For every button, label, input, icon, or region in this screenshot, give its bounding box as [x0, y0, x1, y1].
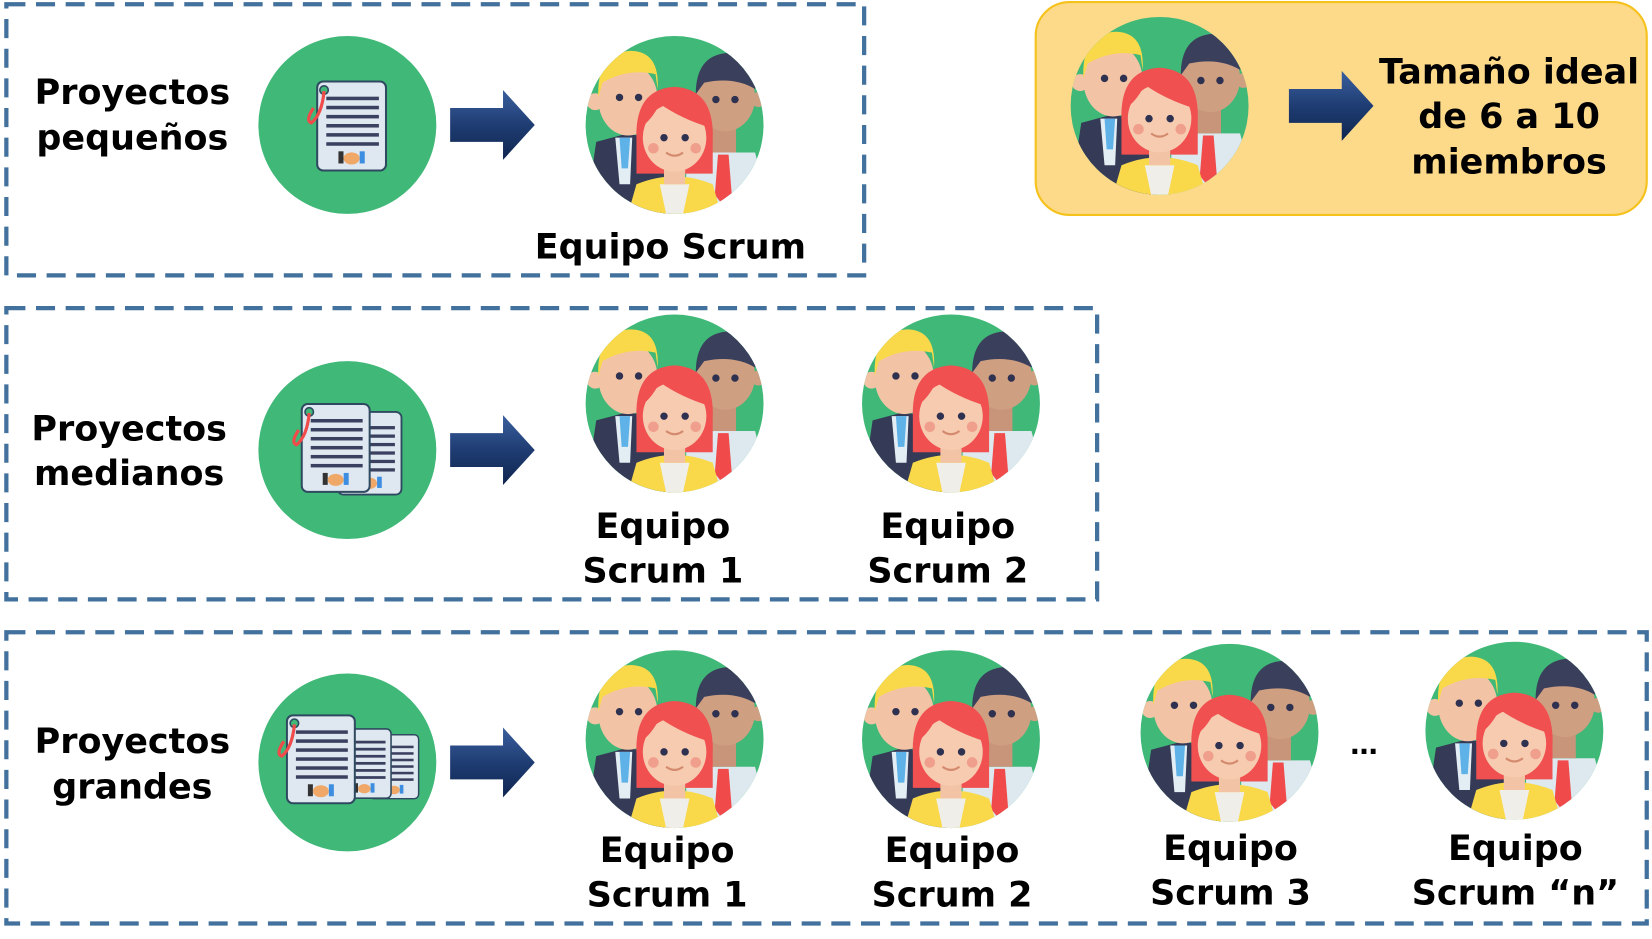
team-label: Scrum “n” [1412, 873, 1619, 913]
team-label: Equipo [885, 831, 1020, 871]
team-icon [586, 315, 771, 493]
dashed-frame [4, 2, 867, 278]
team-label: Scrum 1 [583, 551, 744, 591]
single-contract-icon [258, 36, 437, 214]
row-small-projects: Proyectos pequeños Equipo Scrum [4, 2, 867, 278]
team-label: Scrum 3 [1150, 873, 1311, 913]
team-label: Scrum 2 [872, 876, 1033, 916]
team-label: Equipo [1163, 829, 1298, 869]
callout-text: miembros [1411, 143, 1607, 183]
team-label: Scrum 1 [587, 876, 748, 916]
team-icon [586, 36, 771, 214]
row-label: Proyectos [31, 410, 227, 450]
team-icon [1141, 644, 1326, 822]
row-label: Proyectos [35, 722, 231, 762]
arrow-right-icon [450, 90, 535, 160]
team-label: Equipo [596, 507, 731, 547]
callout-text: Tamaño ideal [1379, 53, 1639, 93]
team-icon [862, 315, 1047, 493]
row-large-projects: Proyectos grandes … Equipo Scrum 1 Equip… [4, 630, 1649, 926]
two-contracts-icon [258, 361, 437, 540]
callout-text: de 6 a 10 [1418, 97, 1600, 137]
team-label: Scrum 2 [867, 551, 1028, 591]
ellipsis: … [1350, 729, 1378, 761]
team-label: Equipo [600, 831, 735, 871]
ideal-size-callout: Tamaño ideal de 6 a 10 miembros [1034, 1, 1648, 217]
row-medium-projects: Proyectos medianos Equipo Scrum 1 Equipo… [4, 306, 1100, 602]
dashed-frame [4, 306, 1100, 602]
arrow-right-icon [450, 415, 535, 486]
team-icon [586, 650, 771, 828]
team-icon [1425, 642, 1610, 820]
dashed-frame [4, 630, 1649, 926]
team-label: Equipo [880, 507, 1015, 547]
row-label: pequeños [36, 118, 228, 158]
row-label: grandes [52, 767, 212, 807]
row-label: medianos [34, 454, 224, 494]
three-contracts-icon [258, 673, 437, 852]
team-label: Equipo [1448, 829, 1583, 869]
row-label: Proyectos [35, 73, 231, 113]
team-icon [862, 650, 1047, 828]
team-label: Equipo Scrum [535, 227, 806, 267]
arrow-right-icon [450, 727, 535, 798]
